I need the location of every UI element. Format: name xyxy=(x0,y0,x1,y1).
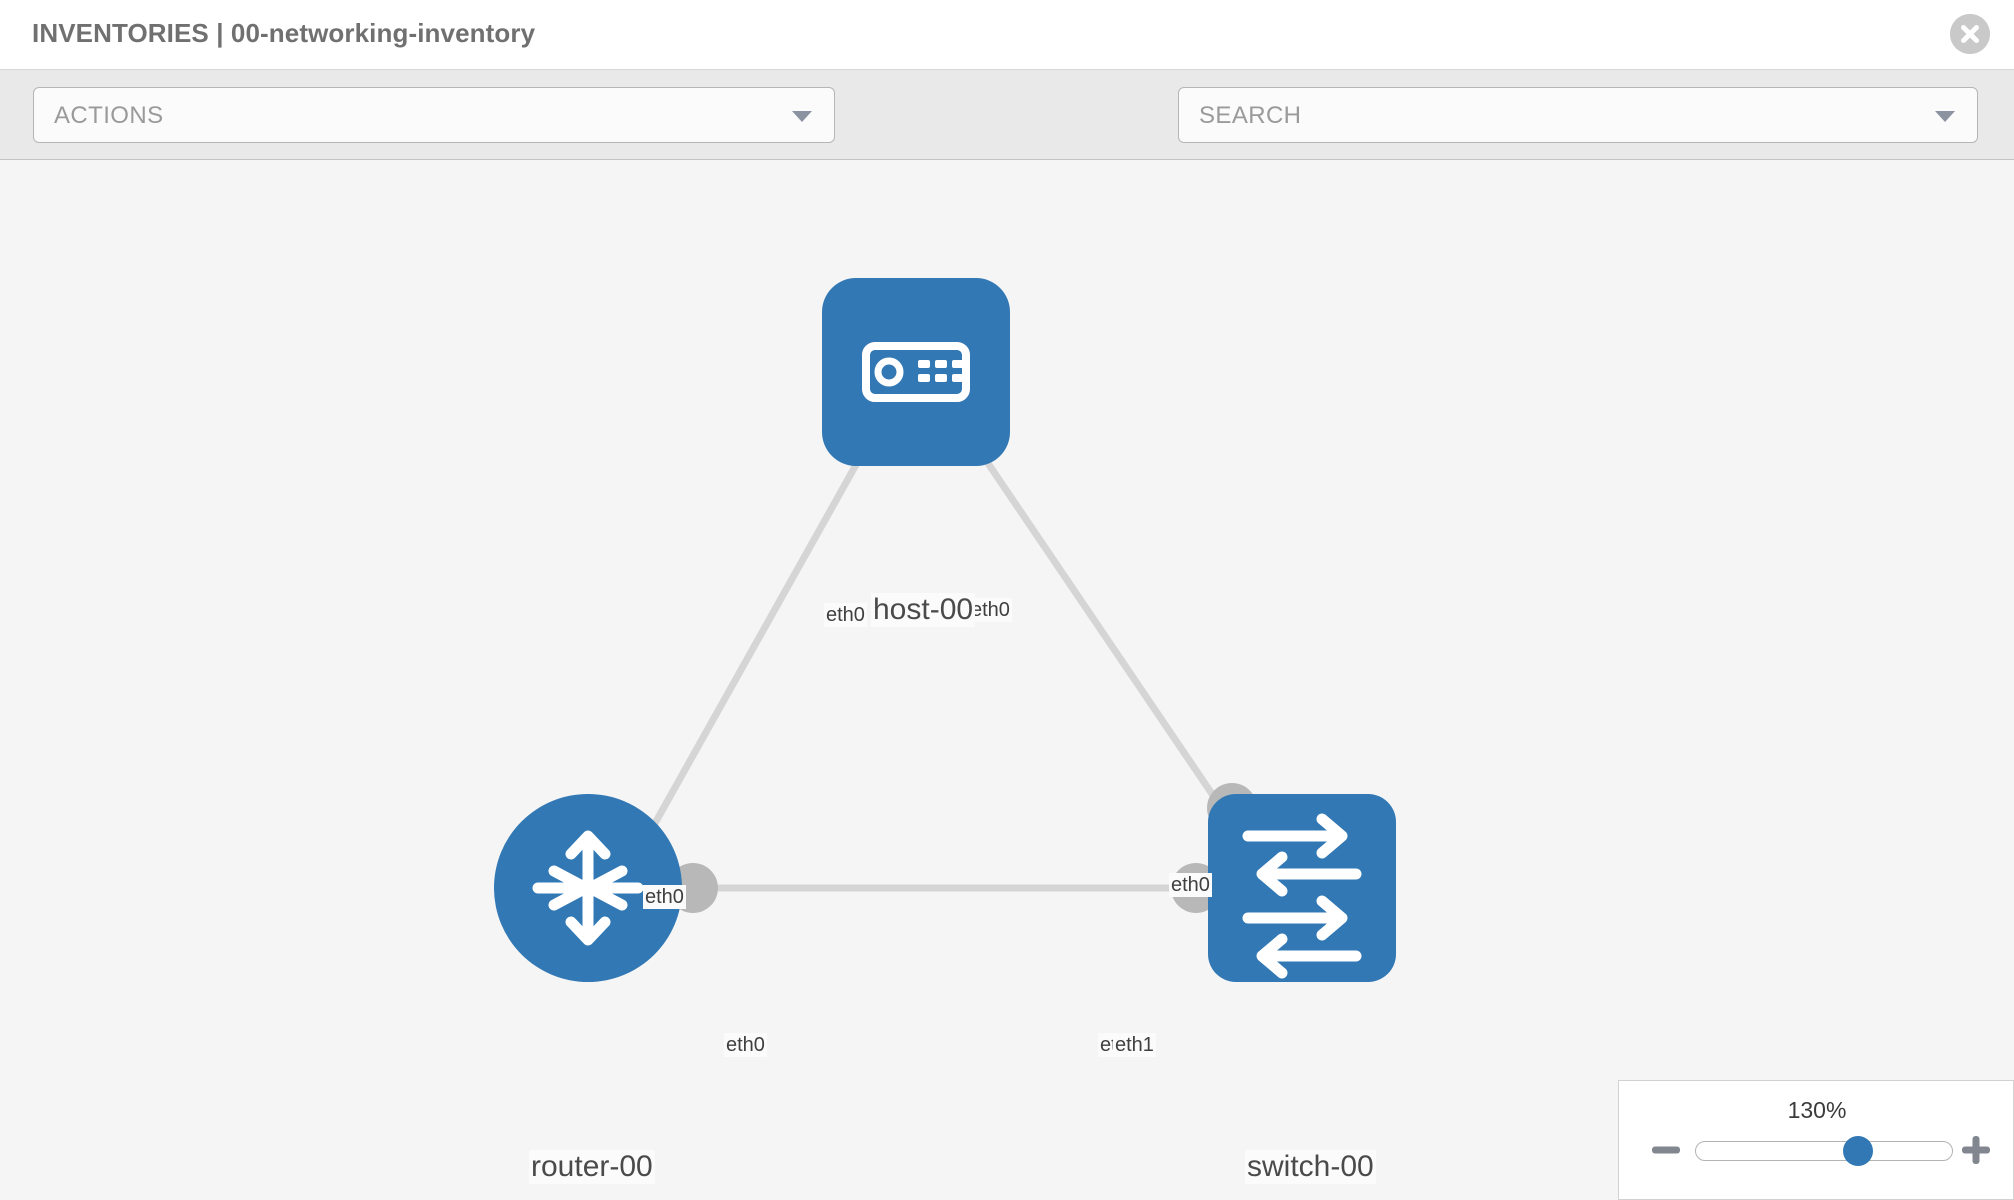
node-router-00[interactable] xyxy=(494,794,682,982)
chevron-down-icon xyxy=(792,111,812,122)
zoom-percent-label: 130% xyxy=(1787,1097,1847,1123)
plus-icon xyxy=(1962,1136,1990,1164)
interface-label: eth0 xyxy=(643,885,686,909)
switch-arrows-icon xyxy=(1242,813,1362,979)
interface-label: eth0 xyxy=(1169,873,1212,897)
node-label-switch: switch-00 xyxy=(1245,1150,1376,1184)
minus-icon xyxy=(1652,1146,1680,1154)
close-button[interactable] xyxy=(1950,14,1990,54)
server-appliance-icon xyxy=(862,342,970,402)
page-header: INVENTORIES | 00-networking-inventory xyxy=(0,0,2014,70)
zoom-in-button[interactable] xyxy=(1959,1133,1993,1167)
node-label-router: router-00 xyxy=(529,1150,655,1184)
router-arrows-icon xyxy=(532,830,644,946)
link-host-switch xyxy=(957,420,1253,852)
link-host-router xyxy=(636,420,884,852)
topology-canvas[interactable]: eth0 eth0 eth0 eth0 eth0 eth eth1 host-0… xyxy=(0,160,2014,1200)
search-placeholder: SEARCH xyxy=(1199,102,1302,129)
interface-label: eth1 xyxy=(1113,1033,1156,1057)
page-title: INVENTORIES | 00-networking-inventory xyxy=(32,18,536,48)
search-input[interactable]: SEARCH xyxy=(1178,87,1978,143)
interface-label: eth0 xyxy=(824,603,867,627)
toolbar: ACTIONS SEARCH xyxy=(0,70,2014,198)
actions-dropdown-label: ACTIONS xyxy=(54,102,164,129)
zoom-out-button[interactable] xyxy=(1649,1133,1683,1167)
zoom-slider-thumb[interactable] xyxy=(1843,1136,1873,1166)
topology-ports xyxy=(668,410,1257,913)
actions-dropdown[interactable]: ACTIONS xyxy=(33,87,835,143)
topology-graph xyxy=(494,278,1396,982)
interface-label: eth0 xyxy=(724,1033,767,1057)
interface-label: eth0 xyxy=(969,598,1012,622)
zoom-slider-track[interactable] xyxy=(1695,1141,1953,1161)
zoom-control: 130% xyxy=(1618,1080,2014,1200)
topology-links xyxy=(636,420,1253,892)
node-switch-00[interactable] xyxy=(1208,794,1396,982)
node-host-00[interactable] xyxy=(822,278,1010,466)
close-icon xyxy=(1950,14,1990,54)
node-label-host: host-00 xyxy=(871,593,976,627)
chevron-down-icon xyxy=(1935,111,1955,122)
